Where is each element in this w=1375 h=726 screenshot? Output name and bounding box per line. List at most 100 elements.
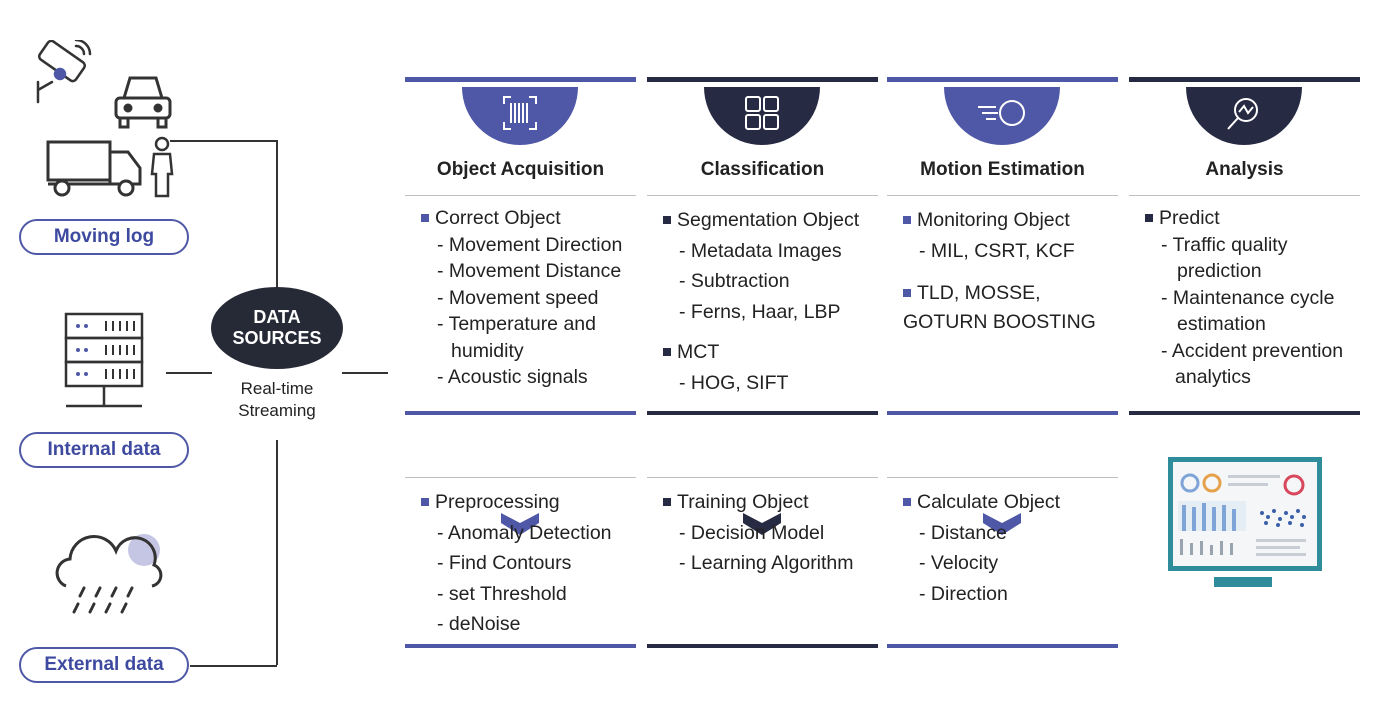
divider: [647, 195, 878, 196]
column-motion-estimation: Motion Estimation Monitoring Object - MI…: [887, 77, 1118, 652]
column-title: Object Acquisition: [436, 159, 605, 180]
bullet-square-icon: [663, 348, 671, 356]
sub-item: - Anomaly Detection: [437, 521, 612, 544]
sub-item: - set Threshold: [437, 582, 567, 605]
sub-item: - Movement Distance: [437, 260, 622, 282]
data-sources-node: DATA SOURCES: [211, 287, 343, 369]
bottom-items: Calculate Object - Distance - Velocity -…: [903, 487, 1060, 609]
sub-item: analytics: [1175, 366, 1251, 388]
connector-line: [170, 140, 277, 142]
divider: [405, 477, 636, 478]
group-label: MCT: [663, 337, 859, 368]
rain-cloud-icon: [55, 534, 163, 614]
group-label: Correct Object: [421, 205, 622, 232]
sub-item: prediction: [1177, 260, 1262, 282]
top-items: Correct Object - Movement Direction - Mo…: [421, 205, 622, 391]
connector-line: [276, 440, 278, 665]
divider: [887, 477, 1118, 478]
group-label-continued: GOTURN BOOSTING: [903, 310, 1096, 333]
bullet-square-icon: [421, 498, 429, 506]
top-items: Monitoring Object - MIL, CSRT, KCF TLD, …: [903, 205, 1096, 335]
sub-item: - Maintenance cycle: [1161, 286, 1335, 309]
chevron-down-icon: [743, 513, 781, 535]
streaming-label: Real-time Streaming: [205, 378, 349, 422]
chevron-down-icon: [501, 513, 539, 535]
column-icon-badge: [462, 87, 578, 145]
grid-icon: [745, 96, 779, 130]
column-mid-bar: [647, 411, 878, 415]
group-label: Monitoring Object: [903, 205, 1096, 236]
data-sources-line2: SOURCES: [232, 328, 322, 348]
sub-item: - Find Contours: [437, 552, 572, 574]
car-icon: [114, 76, 172, 129]
divider: [1129, 195, 1360, 196]
column-mid-bar: [1129, 411, 1360, 415]
connector-line: [166, 372, 212, 374]
column-bottom-bar-empty: [1129, 644, 1360, 648]
sub-item: - Accident prevention: [1161, 339, 1344, 362]
column-title: Analysis: [1205, 159, 1284, 180]
connector-line: [342, 372, 388, 374]
sub-item: - Subtraction: [679, 270, 790, 292]
sub-item: - HOG, SIFT: [679, 371, 789, 394]
sub-item: - deNoise: [437, 613, 521, 635]
top-items: Segmentation Object - Metadata Images - …: [663, 205, 859, 398]
group-label: Predict: [1145, 205, 1343, 232]
internal-data-pill: Internal data: [19, 432, 189, 468]
column-top-bar: [647, 77, 878, 82]
bullet-square-icon: [421, 214, 429, 222]
sub-item: - Acoustic signals: [437, 366, 588, 388]
truck-icon: [46, 140, 142, 197]
connector-line: [190, 665, 277, 667]
column-object-acquisition: Object Acquisition Correct Object - Move…: [405, 77, 636, 652]
column-title: Motion Estimation: [920, 159, 1085, 180]
bottom-items: Training Object - Decision Model - Learn…: [663, 487, 854, 579]
sub-item: - Ferns, Haar, LBP: [679, 300, 841, 323]
bullet-square-icon: [663, 216, 671, 224]
sub-item: - Movement speed: [437, 286, 599, 309]
divider: [647, 477, 878, 478]
group-label: Segmentation Object: [663, 205, 859, 236]
top-items: Predict - Traffic quality prediction - M…: [1145, 205, 1343, 391]
column-title: Classification: [700, 159, 825, 180]
moving-log-pill: Moving log: [19, 219, 189, 255]
dashboard-monitor-icon: [1168, 457, 1322, 587]
bullet-square-icon: [903, 289, 911, 297]
bullet-square-icon: [663, 498, 671, 506]
sub-item: - Temperature and: [437, 313, 596, 335]
sub-item: - Learning Algorithm: [679, 552, 854, 574]
sub-item: - MIL, CSRT, KCF: [919, 239, 1075, 262]
column-top-bar: [405, 77, 636, 82]
sub-item: - Direction: [919, 582, 1008, 605]
sub-item: - Decision Model: [679, 521, 825, 544]
divider: [887, 195, 1118, 196]
bullet-square-icon: [1145, 214, 1153, 222]
column-icon-badge: [704, 87, 820, 145]
sub-item: - Metadata Images: [679, 239, 842, 262]
column-bottom-bar: [405, 644, 636, 648]
column-mid-bar: [887, 411, 1118, 415]
column-icon-badge: [944, 87, 1060, 145]
motion-circle-icon: [978, 100, 1025, 126]
barcode-scan-icon: [503, 96, 537, 130]
sub-item: humidity: [451, 339, 524, 362]
column-classification: Classification Segmentation Object - Met…: [647, 77, 878, 652]
server-icon: [64, 312, 144, 408]
data-sources-line1: DATA: [253, 307, 301, 327]
connector-line: [276, 140, 278, 288]
group-label: TLD, MOSSE,: [903, 278, 1096, 309]
sub-item: - Distance: [919, 521, 1007, 544]
sub-item: estimation: [1177, 313, 1266, 335]
group-label: Preprocessing: [421, 487, 612, 518]
bottom-items: Preprocessing - Anomaly Detection - Find…: [421, 487, 612, 640]
column-top-bar: [1129, 77, 1360, 82]
streaming-line2: Streaming: [238, 401, 316, 420]
column-analysis: Analysis Predict - Traffic quality predi…: [1129, 77, 1360, 652]
sub-item: - Velocity: [919, 552, 999, 574]
bullet-square-icon: [903, 216, 911, 224]
column-mid-bar: [405, 411, 636, 415]
column-bottom-bar: [887, 644, 1118, 648]
bullet-square-icon: [903, 498, 911, 506]
streaming-line1: Real-time: [240, 379, 314, 398]
external-data-pill: External data: [19, 647, 189, 683]
